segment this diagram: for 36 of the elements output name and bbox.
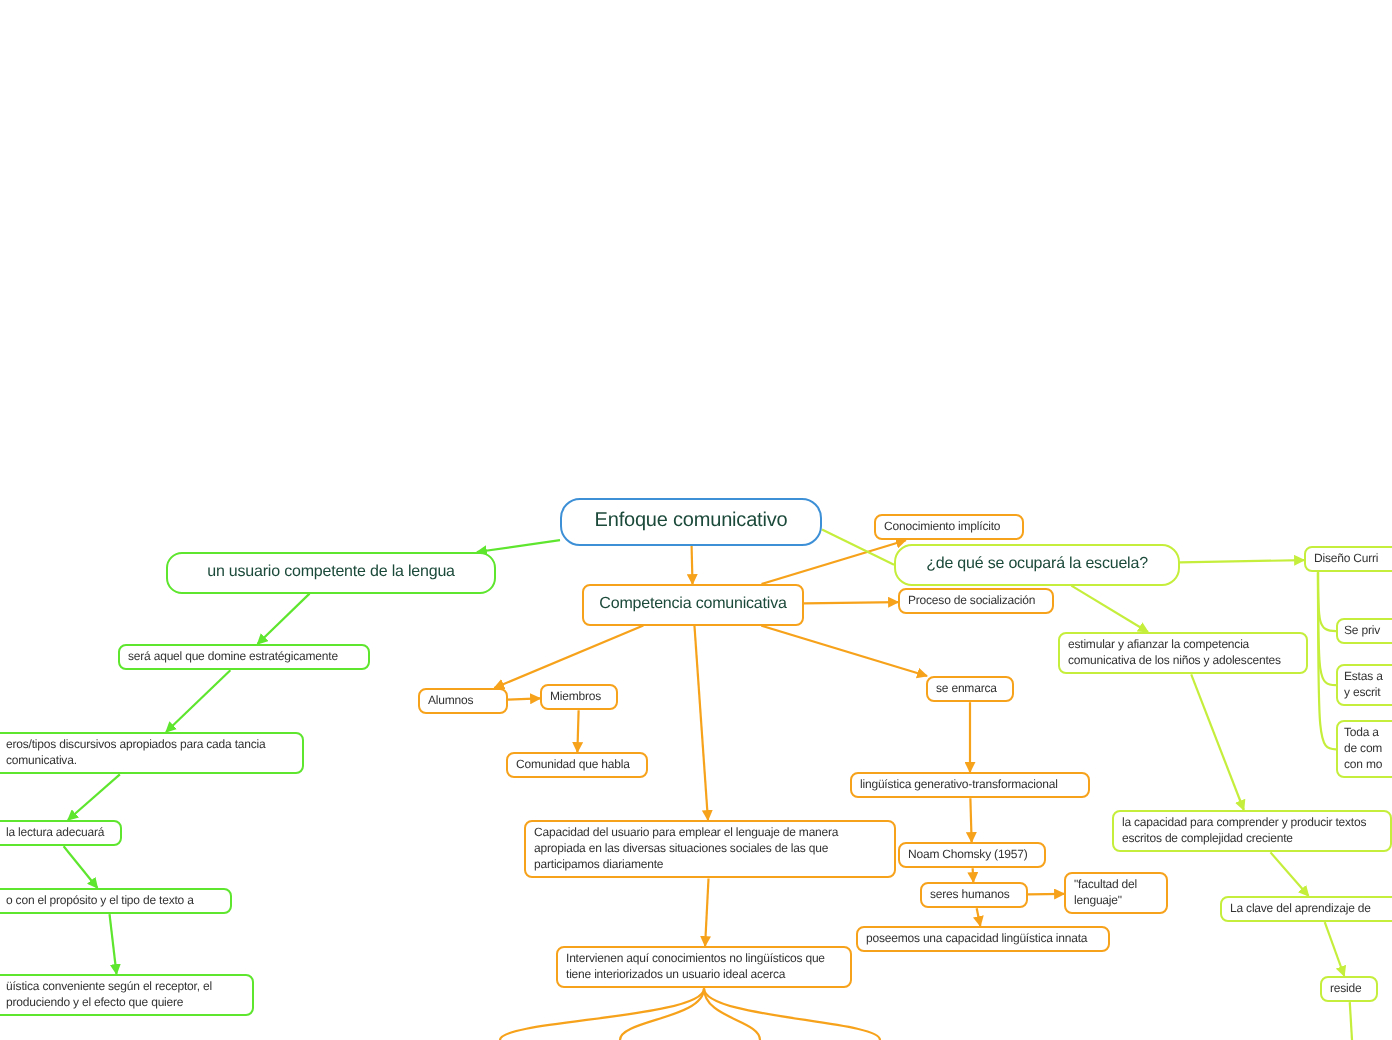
arrow xyxy=(967,868,979,884)
topic-box: un usuario competente de la lengua xyxy=(166,552,496,594)
branch-line xyxy=(702,988,762,1040)
arrow xyxy=(507,693,542,705)
branch-line xyxy=(499,987,705,1040)
central-topic: Enfoque comunicativo xyxy=(560,498,822,545)
connector-line xyxy=(1316,572,1337,751)
arrow xyxy=(62,845,99,889)
connector-line xyxy=(821,528,895,566)
topic-box: Competencia comunicativa xyxy=(582,584,804,626)
arrow xyxy=(761,537,907,586)
arrow xyxy=(1028,888,1066,900)
arrow xyxy=(972,907,984,928)
arrow xyxy=(1323,921,1347,978)
branch-line xyxy=(618,988,706,1040)
arrow xyxy=(700,878,712,948)
arrow xyxy=(761,624,929,679)
arrow xyxy=(1269,851,1310,897)
arrow xyxy=(1180,554,1306,566)
arrow xyxy=(493,624,644,690)
arrow xyxy=(964,702,976,774)
arrow xyxy=(165,669,232,733)
topic-box: ¿de qué se ocupará la escuela? xyxy=(894,544,1180,586)
branch-line xyxy=(1348,1002,1354,1040)
arrow xyxy=(693,625,713,822)
arrow xyxy=(256,592,311,645)
arrow xyxy=(475,539,561,557)
arrow xyxy=(686,544,698,586)
arrow xyxy=(1190,673,1246,812)
arrow xyxy=(965,798,977,844)
arrow xyxy=(1070,584,1149,633)
arrow xyxy=(572,710,584,754)
branch-line xyxy=(703,987,881,1040)
arrow xyxy=(67,773,121,821)
arrow xyxy=(804,596,900,608)
arrow xyxy=(108,914,121,976)
